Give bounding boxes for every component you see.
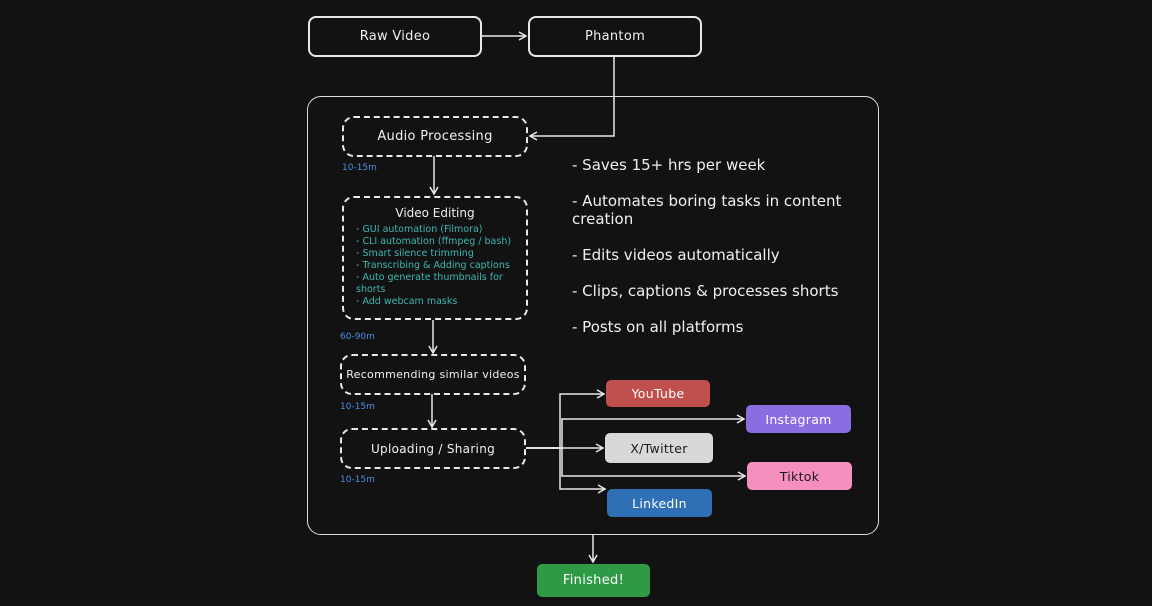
benefits-list: - Saves 15+ hrs per week - Automates bor… [572,156,862,354]
uploading-node[interactable]: Uploading / Sharing [340,428,526,469]
benefit-item: - Saves 15+ hrs per week [572,156,766,174]
video-editing-node[interactable]: Video Editing - GUI automation (Filmora)… [342,196,528,320]
finished-label: Finished! [562,573,625,588]
video-editing-title: Video Editing [395,206,475,220]
phantom-label: Phantom [584,29,646,44]
benefit-item: - Posts on all platforms [572,318,744,336]
arrow-to-linkedin [526,447,607,494]
video-editing-item: - CLI automation (ffmpeg / bash) [356,236,512,247]
video-editing-item: - Smart silence trimming [356,248,474,259]
platform-linkedin[interactable]: LinkedIn [607,489,712,517]
platform-youtube[interactable]: YouTube [606,380,710,407]
video-duration: 60-90m [340,332,375,342]
platform-instagram[interactable]: Instagram [746,405,851,433]
tiktok-label: Tiktok [779,468,820,484]
recommending-duration: 10-15m [340,402,375,412]
recommending-node[interactable]: Recommending similar videos [340,354,526,395]
uploading-duration: 10-15m [340,475,375,485]
twitter-label: X/Twitter [630,440,688,456]
audio-processing-node[interactable]: Audio Processing [342,116,528,157]
linkedin-label: LinkedIn [632,495,687,511]
pipeline-container [307,96,879,535]
raw-video-node[interactable]: Raw Video [308,16,482,57]
platform-twitter[interactable]: X/Twitter [605,433,713,463]
instagram-label: Instagram [765,411,832,427]
uploading-label: Uploading / Sharing [370,441,496,456]
arrow-phantom-to-audio [528,56,615,141]
video-editing-item: - GUI automation (Filmora) [356,224,483,235]
raw-video-label: Raw Video [359,29,431,44]
video-editing-item: - Transcribing & Adding captions [356,260,510,271]
benefit-item: - Edits videos automatically [572,246,780,264]
platform-tiktok[interactable]: Tiktok [747,462,852,490]
recommending-label: Recommending similar videos [346,368,520,381]
audio-processing-label: Audio Processing [377,129,493,144]
video-editing-item: - Add webcam masks [356,296,458,307]
benefit-item: - Clips, captions & processes shorts [572,282,839,300]
video-editing-list: - GUI automation (Filmora) - CLI automat… [344,224,526,308]
youtube-label: YouTube [631,386,685,401]
finished-node[interactable]: Finished! [537,564,650,597]
audio-duration: 10-15m [342,163,377,173]
benefit-item: - Automates boring tasks in content crea… [572,192,842,228]
phantom-node[interactable]: Phantom [528,16,702,57]
video-editing-item: - Auto generate thumbnails for shorts [356,272,503,295]
